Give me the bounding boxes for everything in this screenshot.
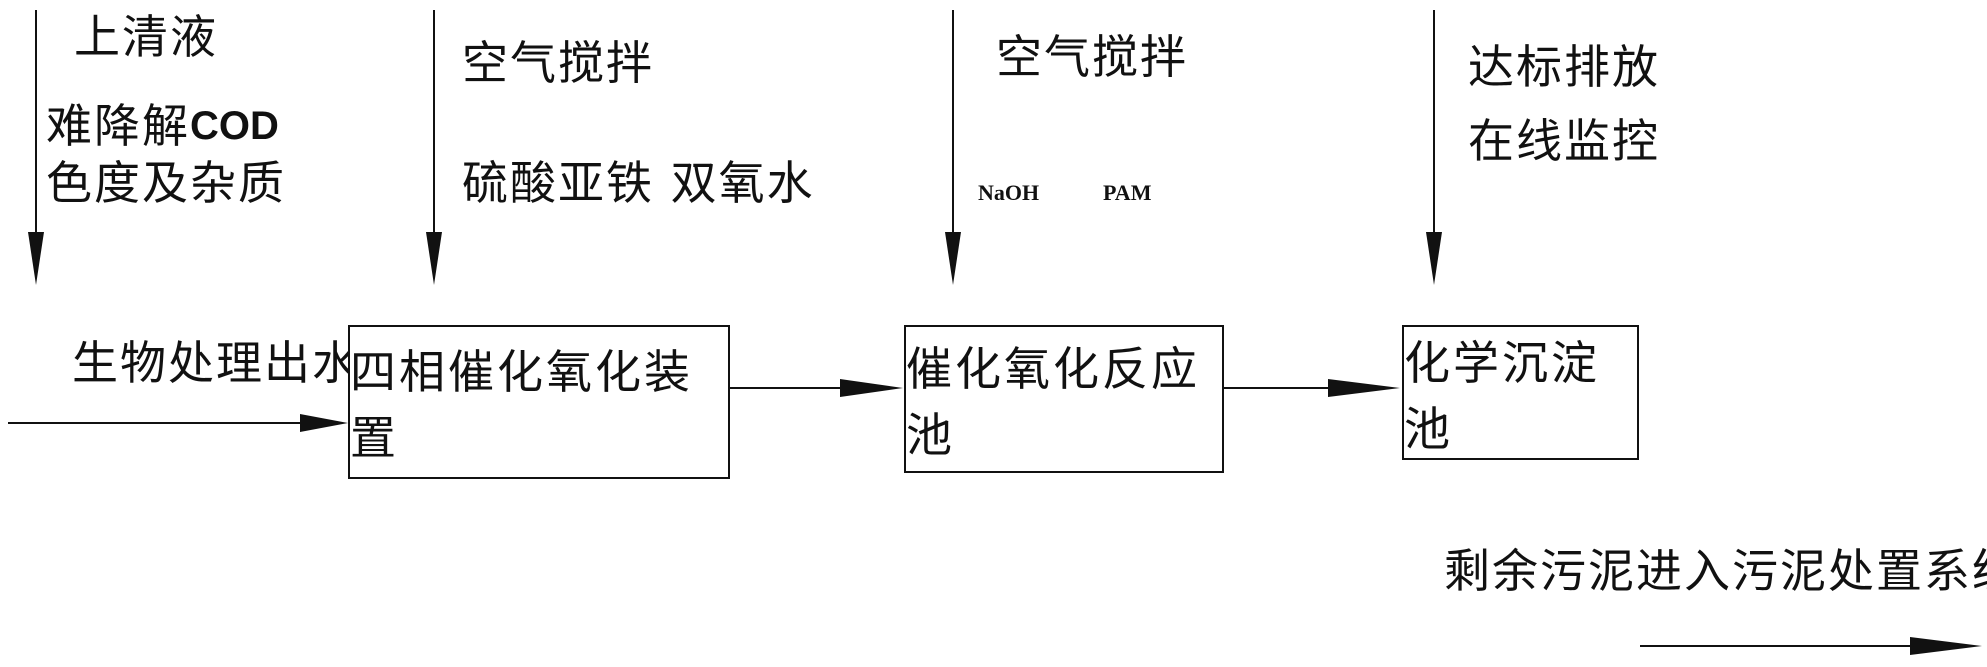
input1-line3: 色度及杂质 xyxy=(46,156,286,210)
input3-pam: PAM xyxy=(1103,180,1152,205)
sludge-arrow xyxy=(1640,637,1982,655)
flow-arrow-2-3 xyxy=(1222,379,1400,397)
box1-label: 四相催化氧化装置 xyxy=(350,345,693,465)
box2-label: 催化氧化反应池 xyxy=(906,342,1200,462)
process-box-catalytic-oxidation-tank: 催化氧化反应池 xyxy=(904,325,1224,473)
process-box-chemical-precipitation-tank: 化学沉淀池 xyxy=(1402,325,1639,460)
input1-line2a: 难降解 xyxy=(46,99,190,153)
input4-line2: 在线监控 xyxy=(1468,114,1660,168)
input2-line1: 空气搅拌 xyxy=(462,36,654,90)
input-arrow-1 xyxy=(28,10,44,285)
input2-line2: 硫酸亚铁 双氧水 xyxy=(462,156,815,210)
input3-line1: 空气搅拌 xyxy=(996,30,1188,84)
input-arrow-4 xyxy=(1426,10,1442,285)
input3-naoh: NaOH xyxy=(978,180,1040,205)
input1-line1: 上清液 xyxy=(74,10,218,64)
input-arrow-3 xyxy=(945,10,961,285)
feed-arrow xyxy=(8,414,348,432)
flow-arrow-1-2 xyxy=(728,379,903,397)
feed-label: 生物处理出水 xyxy=(72,336,360,390)
input-arrow-2 xyxy=(426,10,442,285)
box3-label: 化学沉淀池 xyxy=(1404,335,1600,456)
process-box-four-phase-catalytic-oxidation: 四相催化氧化装置 xyxy=(348,325,730,479)
sludge-label: 剩余污泥进入污泥处置系统 xyxy=(1444,544,1987,598)
input4-line1: 达标排放 xyxy=(1468,40,1660,94)
input1-cod: COD xyxy=(190,104,279,148)
